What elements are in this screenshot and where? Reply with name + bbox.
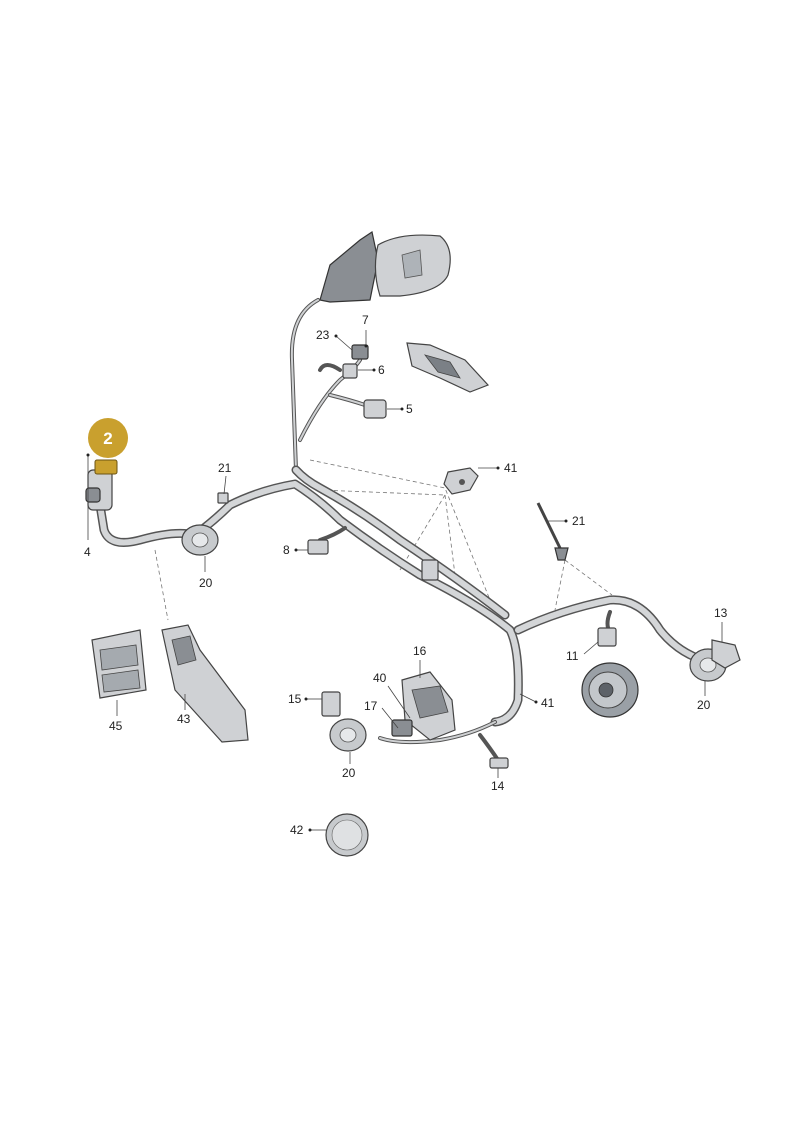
grommet-20-left — [181, 524, 219, 556]
connector-13 — [711, 639, 741, 669]
grommet-20-bottom — [329, 718, 367, 752]
label-6: 6 — [378, 363, 385, 377]
plug-4 — [85, 459, 118, 511]
label-20-bottom: 20 — [342, 766, 356, 780]
label-20-left: 20 — [199, 576, 213, 590]
cable-sleeve-43 — [161, 624, 249, 743]
door-handle-housing — [406, 342, 490, 393]
connector-block-16 — [391, 671, 456, 741]
connector-14 — [489, 757, 509, 769]
label-40: 40 — [373, 671, 387, 685]
label-23: 23 — [316, 328, 330, 342]
callout-labels: 4 7 23 6 5 41 21 21 8 20 — [84, 313, 728, 837]
label-45: 45 — [109, 719, 123, 733]
label-41-top: 41 — [504, 461, 518, 475]
label-11: 11 — [566, 649, 579, 663]
label-41-bottom: 41 — [541, 696, 555, 710]
label-13: 13 — [714, 606, 728, 620]
label-5: 5 — [406, 402, 413, 416]
clip-harness-mid — [421, 559, 439, 581]
callout-badge: 2 — [88, 418, 128, 458]
label-8: 8 — [283, 543, 290, 557]
label-7: 7 — [362, 313, 369, 327]
reference-lines — [154, 459, 613, 621]
clip-21-left — [217, 492, 229, 504]
badge-label: 2 — [103, 429, 112, 448]
label-21-left: 21 — [218, 461, 232, 475]
connector-6 — [342, 363, 358, 379]
connector-7 — [351, 344, 369, 360]
label-15: 15 — [288, 692, 302, 706]
label-4: 4 — [84, 545, 91, 559]
label-42: 42 — [290, 823, 304, 837]
mirror-wire — [289, 298, 367, 472]
label-43: 43 — [177, 712, 191, 726]
label-20-right: 20 — [697, 698, 711, 712]
connector-5 — [363, 399, 387, 419]
connector-11 — [597, 627, 617, 647]
label-14: 14 — [491, 779, 505, 793]
speaker — [581, 662, 639, 718]
bolt-21-right — [536, 502, 569, 561]
label-21-right: 21 — [572, 514, 586, 528]
switch-unit-45 — [91, 629, 147, 699]
label-16: 16 — [413, 644, 427, 658]
cap-42 — [325, 813, 369, 857]
label-17: 17 — [364, 699, 378, 713]
connector-8 — [307, 539, 329, 555]
clip-41-top — [443, 467, 479, 495]
connector-15 — [321, 691, 341, 717]
door-mirror — [319, 231, 451, 303]
